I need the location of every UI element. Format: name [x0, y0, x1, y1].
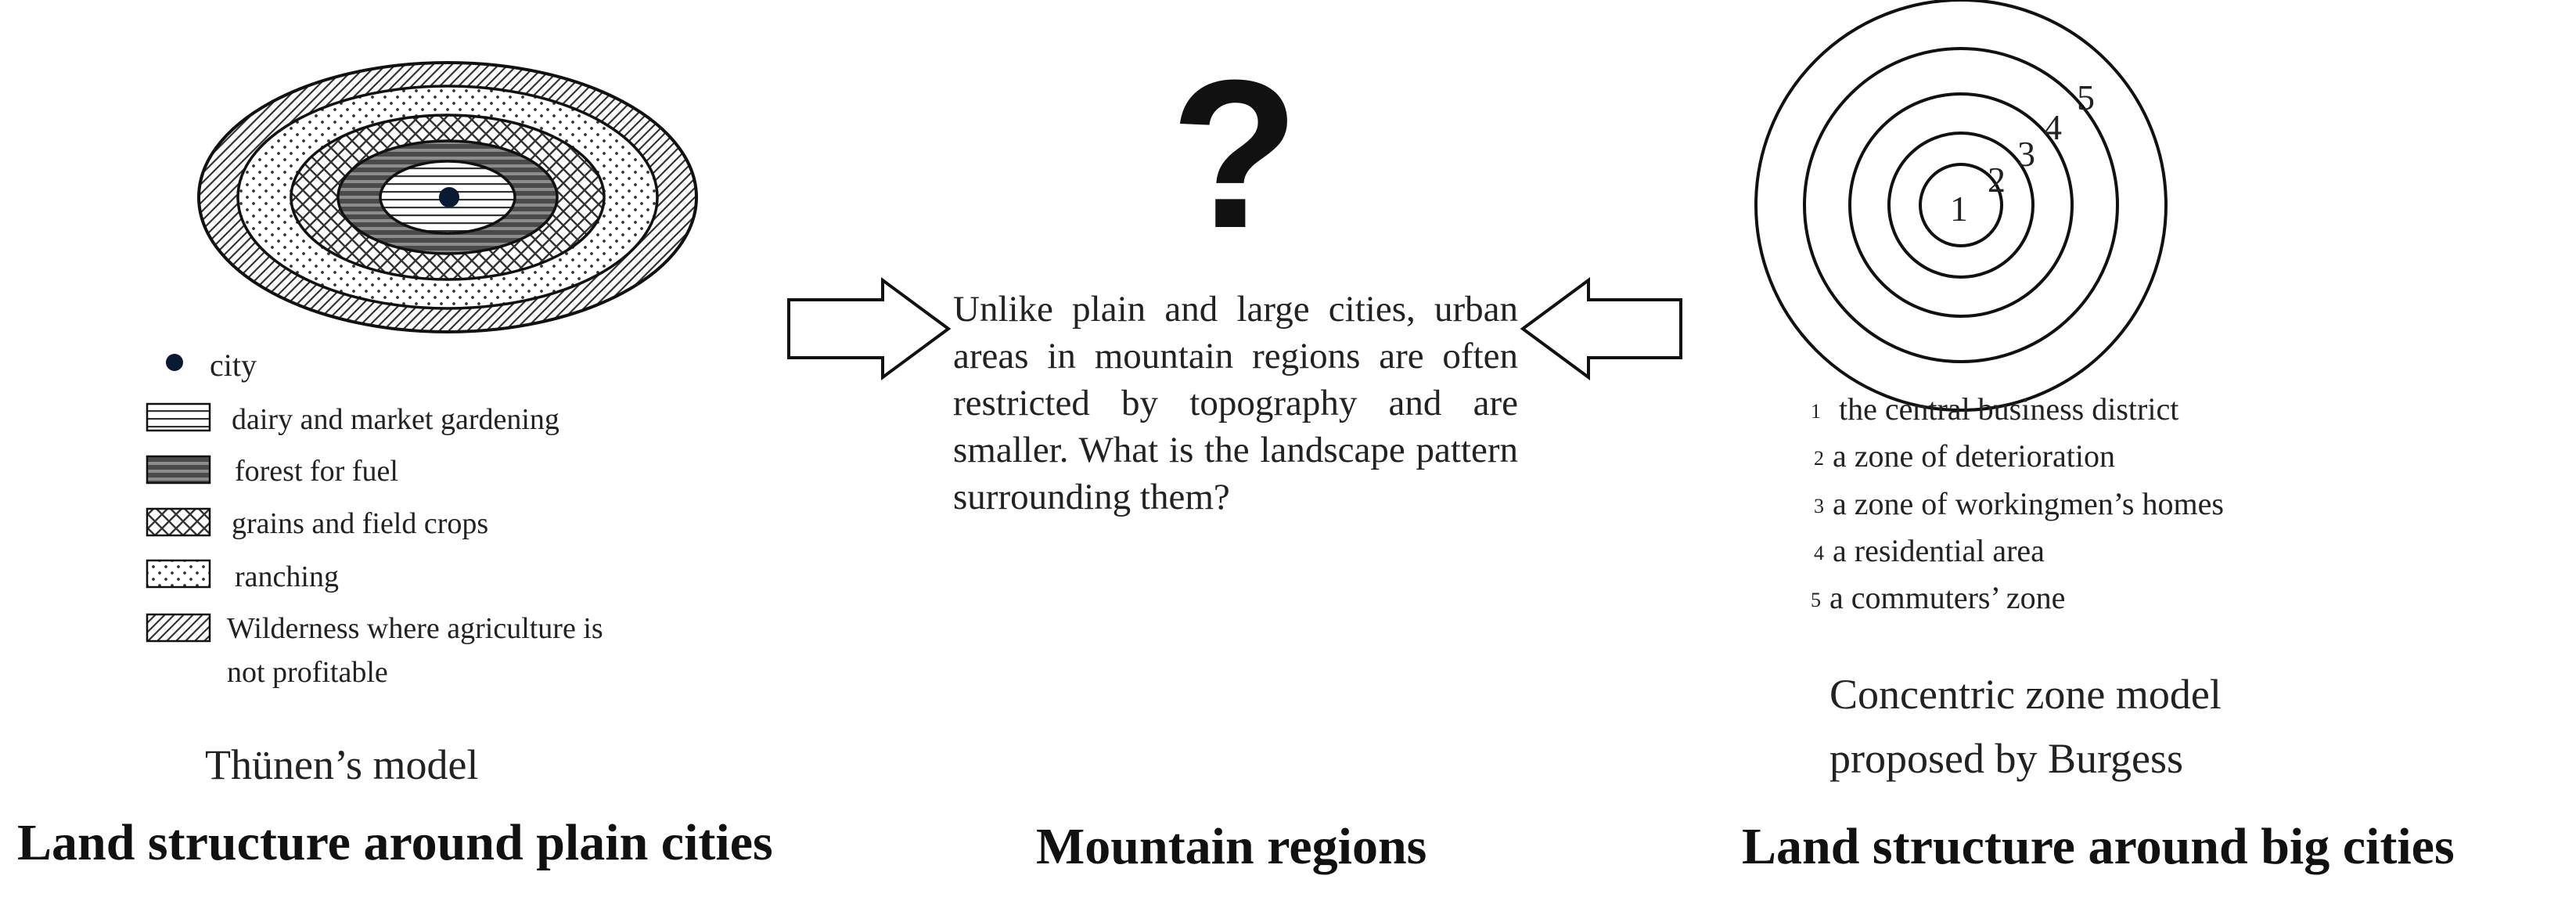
legend-swatch-grains	[146, 507, 211, 537]
burgess-legend-label-1: the central business district	[1839, 391, 2178, 427]
legend-swatch-forest	[146, 455, 211, 485]
arrow-from-left	[787, 277, 952, 380]
legend-label-city: city	[210, 348, 257, 383]
zone-label-1: 1	[1950, 189, 1968, 229]
legend-swatch-wilderness	[146, 613, 211, 643]
legend-swatch-city	[166, 354, 183, 371]
zone-4-ring	[1803, 47, 2119, 363]
heading-plain-cities: Land structure around plain cities	[17, 814, 773, 871]
burgess-legend-num-4: 4	[1814, 542, 1824, 564]
zone-1-ring	[1919, 163, 2003, 247]
legend-label-dairy: dairy and market gardening	[232, 403, 559, 436]
burgess-legend: 1 the central business district 2 a zone…	[1811, 391, 2224, 615]
burgess-legend-label-2: a zone of deterioration	[1833, 438, 2115, 474]
burgess-caption-line2: proposed by Burgess	[1829, 735, 2183, 782]
burgess-legend-num-5: 5	[1811, 589, 1821, 611]
legend-swatch-ranching	[146, 559, 211, 589]
legend-label-wilderness-line1: Wilderness where agriculture is	[227, 612, 603, 645]
question-mark: ?	[1171, 37, 1300, 272]
zone-5-ring	[1754, 0, 2168, 412]
zone-label-2: 2	[1988, 160, 2006, 200]
heading-mountain-regions: Mountain regions	[1036, 818, 1427, 875]
burgess-legend-num-2: 2	[1814, 447, 1824, 470]
burgess-legend-num-1: 1	[1811, 400, 1821, 423]
burgess-legend-label-5: a commuters’ zone	[1829, 580, 2065, 615]
burgess-legend-label-4: a residential area	[1833, 533, 2045, 568]
thunen-legend: city dairy and market gardening forest f…	[146, 348, 603, 689]
mountain-question-paragraph: Unlike plain and large cities, urban are…	[953, 289, 1518, 517]
zone-label-3: 3	[2017, 134, 2035, 174]
legend-label-wilderness-line2: not profitable	[227, 656, 388, 689]
zone-2-ring	[1887, 132, 2035, 279]
city-dot	[439, 187, 459, 207]
thunen-caption: Thünen’s model	[205, 741, 478, 788]
zone-3-ring	[1848, 92, 2074, 318]
legend-label-forest: forest for fuel	[235, 455, 398, 488]
arrow-from-right	[1520, 277, 1682, 380]
legend-swatch-dairy	[146, 402, 211, 432]
burgess-legend-label-3: a zone of workingmen’s homes	[1833, 486, 2224, 521]
zone-label-5: 5	[2077, 77, 2095, 117]
burgess-legend-num-3: 3	[1814, 495, 1824, 517]
burgess-caption-line1: Concentric zone model	[1829, 671, 2222, 718]
thunen-diagram	[197, 61, 698, 333]
legend-label-ranching: ranching	[235, 560, 339, 593]
burgess-diagram: 1 2 3 4 5	[1754, 0, 2168, 412]
legend-label-grains: grains and field crops	[232, 507, 488, 540]
zone-label-4: 4	[2044, 107, 2062, 147]
heading-big-cities: Land structure around big cities	[1742, 818, 2455, 875]
